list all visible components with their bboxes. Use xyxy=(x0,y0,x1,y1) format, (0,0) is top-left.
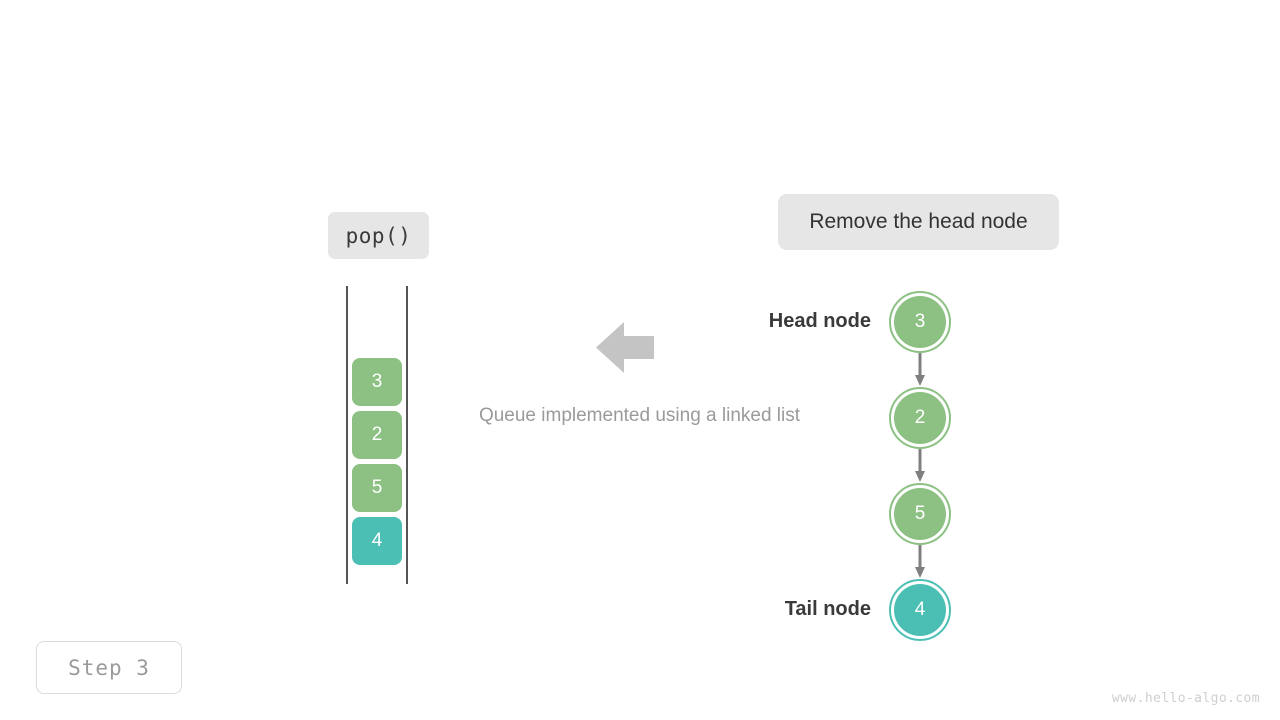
linked-list-node: 5 xyxy=(889,483,951,545)
queue-cell: 2 xyxy=(352,411,402,459)
queue-rail-left xyxy=(346,286,348,584)
queue-cell-value: 2 xyxy=(371,424,383,445)
step-badge: Step 3 xyxy=(36,641,182,694)
linked-list-container: 3 2 5 4 xyxy=(889,291,951,641)
action-description-text: Remove the head node xyxy=(809,210,1028,233)
linked-list-arrow-icon xyxy=(914,545,926,579)
operation-label: pop() xyxy=(328,212,429,259)
transform-arrow-left-icon xyxy=(596,320,654,375)
linked-list-arrow-icon xyxy=(914,449,926,483)
linked-list-arrow-icon xyxy=(914,353,926,387)
queue-cell: 5 xyxy=(352,464,402,512)
queue-cell-stack: 3 2 5 4 xyxy=(351,358,403,565)
queue-cell-value: 5 xyxy=(371,477,383,498)
queue-cell-value: 4 xyxy=(371,530,383,551)
watermark: www.hello-algo.com xyxy=(1111,691,1260,706)
operation-label-text: pop() xyxy=(345,223,412,248)
linked-list-node-value: 4 xyxy=(894,584,946,636)
diagram-caption: Queue implemented using a linked list xyxy=(478,405,801,426)
linked-list-node: 3 xyxy=(889,291,951,353)
tail-node-label: Tail node xyxy=(784,598,871,620)
linked-list-node: 2 xyxy=(889,387,951,449)
linked-list-node: 4 xyxy=(889,579,951,641)
linked-list-node-value: 3 xyxy=(894,296,946,348)
linked-list-node-value: 2 xyxy=(894,392,946,444)
action-description-label: Remove the head node xyxy=(778,194,1059,250)
queue-cell-value: 3 xyxy=(371,371,383,392)
head-node-label: Head node xyxy=(768,310,871,332)
queue-container: 3 2 5 4 xyxy=(346,286,408,584)
queue-cell: 4 xyxy=(352,517,402,565)
queue-cell: 3 xyxy=(352,358,402,406)
queue-rail-right xyxy=(406,286,408,584)
step-badge-text: Step 3 xyxy=(68,655,150,680)
linked-list-node-value: 5 xyxy=(894,488,946,540)
